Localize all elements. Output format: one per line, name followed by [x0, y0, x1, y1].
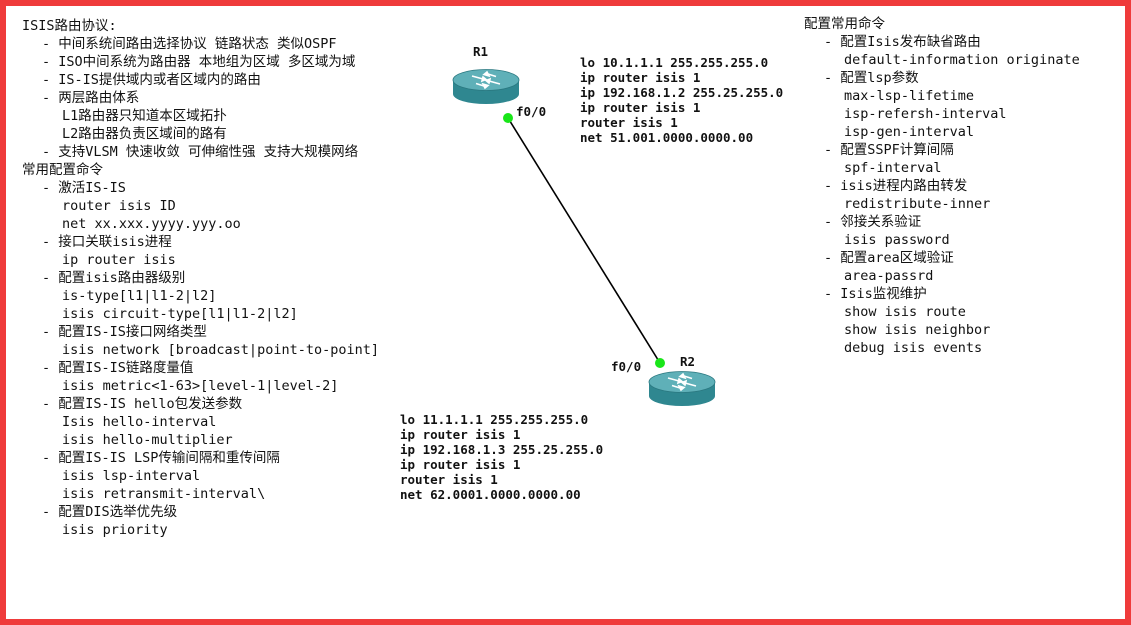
command-line: show isis neighbor	[844, 322, 991, 338]
command-line: show isis route	[844, 304, 966, 320]
note-line: isis hello-multiplier	[62, 432, 233, 448]
common-commands-notes: 配置常用命令 - 配置Isis发布缺省路由 default-information …	[804, 15, 1080, 357]
note-line: isis network [broadcast|point-to-point]	[62, 342, 379, 358]
note-line: isis metric<1-63>[level-1|level-2]	[62, 378, 339, 394]
note-line: - 激活IS-IS	[42, 180, 126, 196]
r1-config-line: ip router isis 1	[580, 100, 701, 115]
command-line: max-lsp-lifetime	[844, 88, 975, 104]
command-line: spf-interval	[844, 160, 942, 176]
command-line: - 配置Isis发布缺省路由	[824, 34, 981, 50]
r2-config-line: net 62.0001.0000.0000.00	[400, 487, 581, 502]
r2-interface-label: f0/0	[611, 359, 642, 374]
note-line: - IS-IS提供域内或者区域内的路由	[42, 72, 261, 88]
r1-label: R1	[473, 44, 489, 59]
r2-config-line: ip 192.168.1.3 255.25.255.0	[400, 442, 604, 457]
note-line: - 接口关联isis进程	[42, 234, 172, 250]
note-line: router isis ID	[62, 198, 176, 214]
note-line: net xx.xxx.yyyy.yyy.oo	[62, 216, 241, 232]
r2-config-line: ip router isis 1	[400, 457, 521, 472]
isis-protocol-notes: ISIS路由协议: - 中间系统间路由选择协议 链路状态 类似OSPF - ISO中…	[22, 17, 379, 539]
note-line: 常用配置命令	[22, 162, 103, 178]
r1-config-line: ip router isis 1	[580, 70, 701, 85]
command-line: - 配置SSPF计算间隔	[824, 142, 954, 158]
note-line: ISIS路由协议:	[22, 18, 117, 34]
note-line: L1路由器只知道本区域拓扑	[62, 108, 227, 124]
router-r2-icon[interactable]	[648, 371, 716, 407]
r1-config-line: net 51.001.0000.0000.00	[580, 130, 754, 145]
note-line: - 支持VLSM 快速收敛 可伸缩性强 支持大规模网络	[42, 144, 359, 160]
note-line: - 配置IS-IS LSP传输间隔和重传间隔	[42, 450, 280, 466]
r1-config-line: ip 192.168.1.2 255.25.255.0	[580, 85, 784, 100]
note-line: is-type[l1|l1-2|l2]	[62, 288, 217, 304]
note-line: - ISO中间系统为路由器 本地组为区域 多区域为域	[42, 54, 356, 70]
note-line: L2路由器负责区域间的路有	[62, 126, 227, 142]
r1-interface-label: f0/0	[516, 104, 547, 119]
command-line: isis password	[844, 232, 950, 248]
r2-config-line: router isis 1	[400, 472, 498, 487]
note-line: - 配置IS-IS接口网络类型	[42, 324, 207, 340]
command-line: - Isis监视维护	[824, 286, 927, 302]
r2-config-line: lo 11.1.1.1 255.255.255.0	[400, 412, 589, 427]
command-line: area-passrd	[844, 268, 934, 284]
command-line: 配置常用命令	[804, 16, 885, 32]
command-line: redistribute-inner	[844, 196, 991, 212]
r1-interface-up-dot	[503, 113, 513, 123]
note-line: isis retransmit-interval\	[62, 486, 266, 502]
note-line: isis priority	[62, 522, 168, 538]
note-line: isis circuit-type[l1|l1-2|l2]	[62, 306, 298, 322]
r1-config-line: router isis 1	[580, 115, 678, 130]
note-line: isis lsp-interval	[62, 468, 201, 484]
r2-config-line: ip router isis 1	[400, 427, 521, 442]
note-line: - 配置isis路由器级别	[42, 270, 186, 286]
note-line: - 配置IS-IS链路度量值	[42, 360, 194, 376]
router-r1-icon[interactable]	[452, 69, 520, 105]
note-line: - 两层路由体系	[42, 90, 140, 106]
command-line: - isis进程内路由转发	[824, 178, 968, 194]
note-line: - 配置IS-IS hello包发送参数	[42, 396, 243, 412]
note-line: - 配置DIS选举优先级	[42, 504, 178, 520]
r1-r2-link[interactable]	[507, 117, 661, 364]
r2-label: R2	[680, 354, 696, 369]
command-line: isp-refersh-interval	[844, 106, 1007, 122]
r2-interface-up-dot	[655, 358, 665, 368]
note-line: Isis hello-interval	[62, 414, 217, 430]
note-line: ip router isis	[62, 252, 176, 268]
command-line: default-information originate	[844, 52, 1080, 68]
r1-config-line: lo 10.1.1.1 255.255.255.0	[580, 55, 769, 70]
command-line: - 配置area区域验证	[824, 250, 954, 266]
command-line: isp-gen-interval	[844, 124, 975, 140]
command-line: debug isis events	[844, 340, 983, 356]
command-line: - 邻接关系验证	[824, 214, 922, 230]
command-line: - 配置lsp参数	[824, 70, 919, 86]
note-line: - 中间系统间路由选择协议 链路状态 类似OSPF	[42, 36, 337, 52]
